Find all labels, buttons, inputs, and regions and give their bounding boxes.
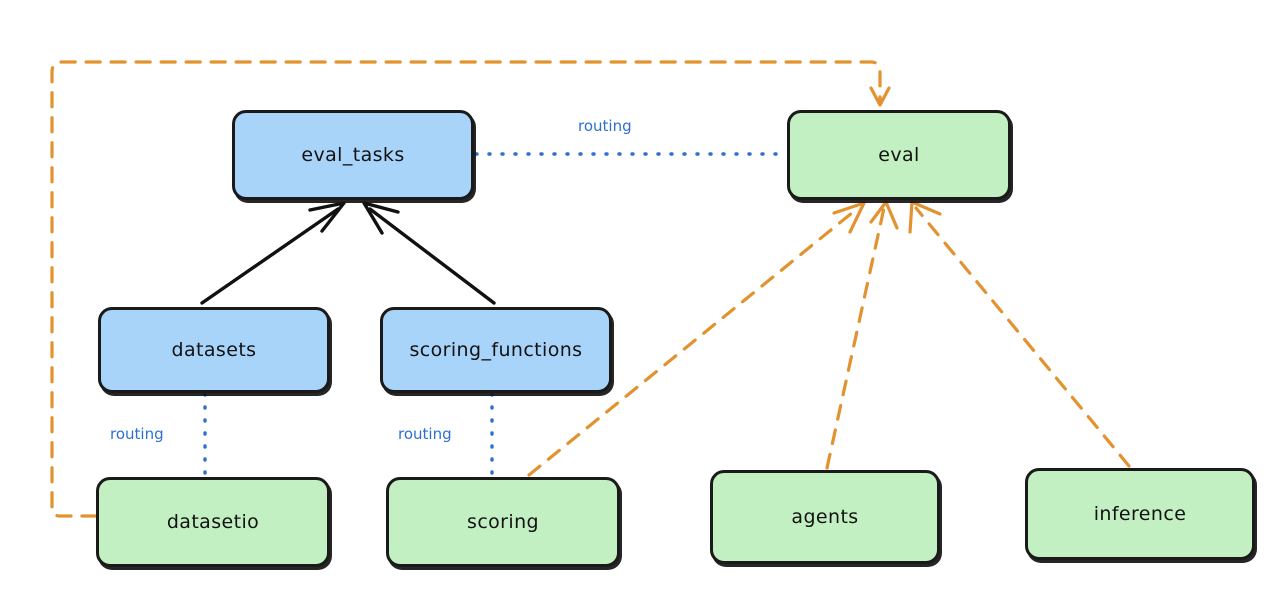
node-label-agents: agents bbox=[791, 506, 859, 528]
edge-datasetio-to-eval bbox=[50, 60, 891, 518]
node-datasetio[interactable]: datasetio bbox=[96, 477, 330, 567]
edge-datasets-to-eval_tasks bbox=[200, 201, 346, 305]
node-label-datasetio: datasetio bbox=[166, 511, 260, 533]
edge-scoring-to-eval bbox=[527, 201, 866, 477]
node-datasets[interactable]: datasets bbox=[98, 307, 330, 393]
node-agents[interactable]: agents bbox=[710, 470, 940, 564]
edge-label-routing-datasets-datasetio: routing bbox=[110, 425, 164, 443]
node-label-datasets: datasets bbox=[171, 339, 257, 361]
node-label-scoring-functions: scoring_functions bbox=[409, 339, 583, 361]
node-inference[interactable]: inference bbox=[1025, 468, 1255, 560]
node-label-eval: eval bbox=[878, 144, 920, 166]
node-scoring[interactable]: scoring bbox=[386, 477, 620, 567]
edge-label-routing-scoring-functions-scoring: routing bbox=[398, 425, 452, 443]
edge-agents-to-eval bbox=[825, 200, 899, 470]
node-label-inference: inference bbox=[1093, 503, 1187, 525]
node-label-eval-tasks: eval_tasks bbox=[301, 144, 405, 166]
edge-label-routing-eval-tasks-eval: routing bbox=[578, 117, 632, 135]
edge-inference-to-eval bbox=[908, 200, 1131, 468]
node-eval[interactable]: eval bbox=[787, 110, 1011, 200]
node-scoring-functions[interactable]: scoring_functions bbox=[380, 307, 612, 393]
edge-scoring_functions-to-eval_tasks bbox=[362, 201, 496, 305]
node-label-scoring: scoring bbox=[467, 511, 539, 533]
node-eval-tasks[interactable]: eval_tasks bbox=[232, 110, 474, 200]
